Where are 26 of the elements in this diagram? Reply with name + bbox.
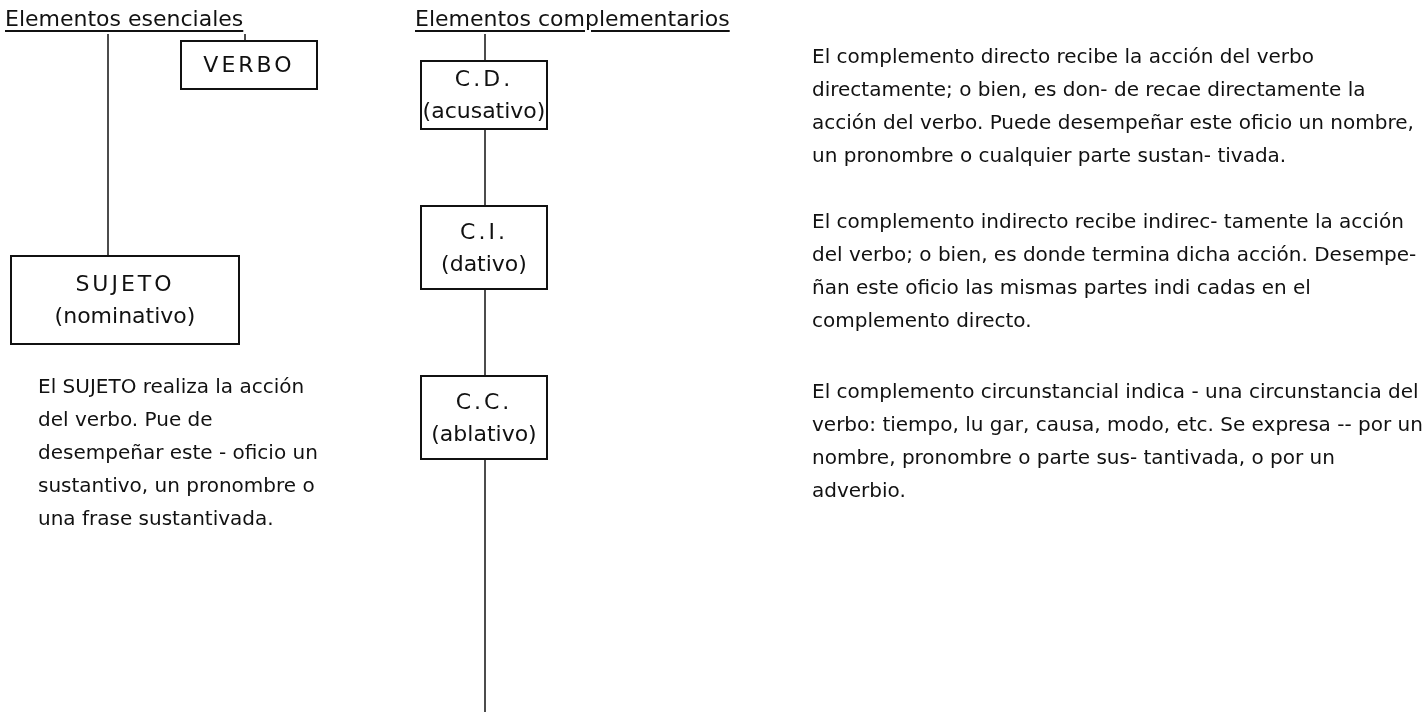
description-paragraph: El complemento circunstancial indica - una circunstancia del verbo: tiempo, lu gar, causa, modo, etc. Se expresa -- por un nombre, pronombre o parte sus- tantivada, o por un adverbio.: [812, 378, 1424, 504]
section-heading: Elementos complementarios: [415, 4, 730, 34]
label-box: [180, 40, 318, 90]
box-subtitle: (dativo): [441, 249, 527, 278]
connector-line: [484, 459, 486, 713]
label-box: [10, 255, 240, 345]
box-title: VERBO: [203, 51, 295, 79]
connector-line: [484, 33, 486, 61]
box-title: C.C.: [455, 387, 513, 416]
box-title: C.D.: [454, 65, 514, 93]
description-paragraph: El complemento directo recibe la acción del verbo directamente; o bien, es don- de recae directamente la acción del verbo. Puede desempeñar este oficio un nombre, un pronombre o cualquier parte sustan- tivada.: [812, 43, 1415, 169]
box-subtitle: (nominativo): [54, 302, 196, 330]
label-box: [420, 375, 548, 460]
connector-line: [484, 289, 486, 376]
box-title: SUJETO: [75, 270, 175, 298]
label-box: [420, 60, 548, 130]
description-paragraph: El SUJETO realiza la acción del verbo. Pue de desempeñar este - oficio un sustantivo, un pronombre o una frase sustantivada.: [38, 373, 319, 532]
connector-line: [107, 33, 109, 256]
description-paragraph: El complemento indirecto recibe indirec- tamente la acción del verbo; o bien, es donde termina dicha acción. Desempe- ñan este oficio las mismas partes indi cadas en el complemento directo.: [812, 208, 1418, 334]
section-heading: Elementos esenciales: [5, 4, 244, 34]
connector-line: [244, 33, 246, 41]
box-title: C.I.: [460, 217, 508, 246]
box-subtitle: (ablativo): [431, 419, 537, 448]
box-subtitle: (acusativo): [422, 97, 546, 125]
label-box: [420, 205, 548, 290]
connector-line: [484, 129, 486, 206]
